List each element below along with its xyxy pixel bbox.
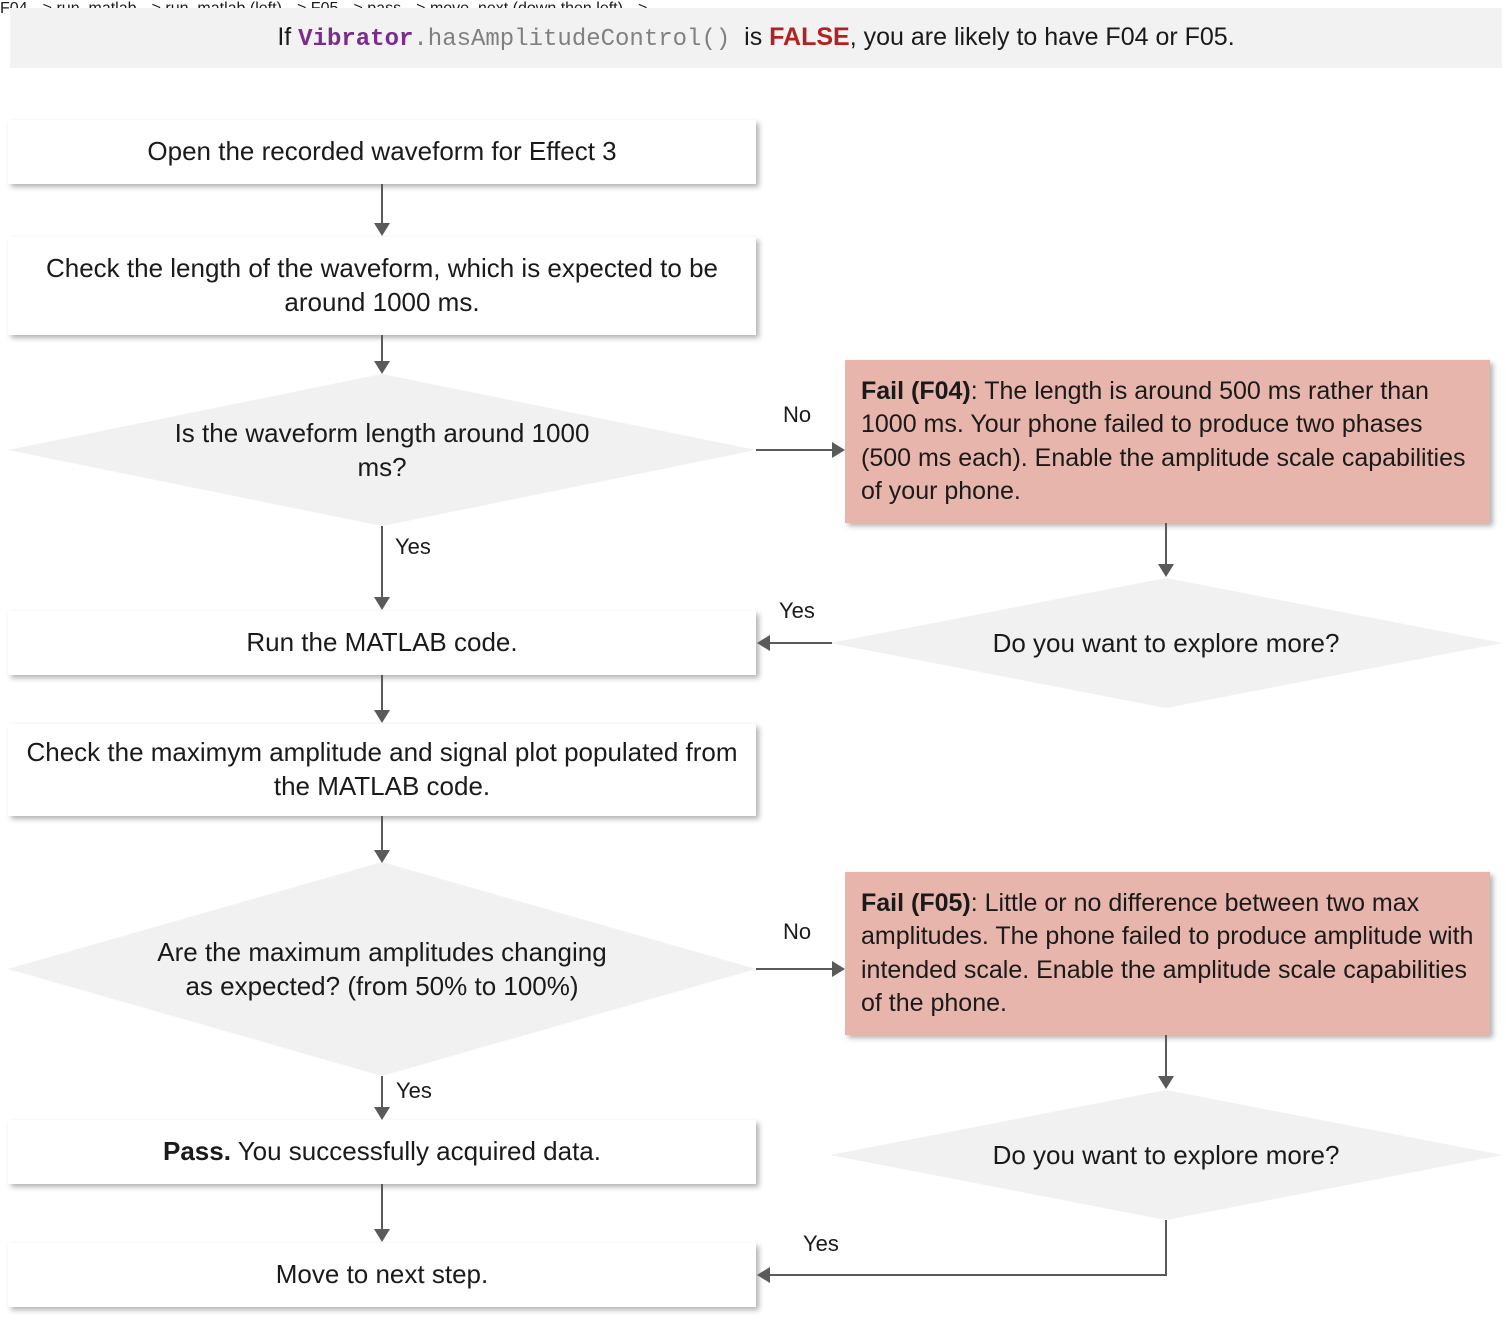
edge-label-yes-2: Yes [396,1078,432,1103]
arrowhead-question2-yes [374,1107,390,1120]
header-suffix: , you are likely to have F04 or F05. [849,22,1235,51]
node-pass[interactable]: Pass. You successfully acquired data. [8,1120,756,1184]
edge-label-no-1: No [783,402,812,427]
connector-open-to-check [381,184,383,224]
arrowhead-explore2-yes [757,1267,770,1283]
edge-label-yes-explore-2: Yes [803,1231,839,1256]
node-fail-f04-bold: Fail (F04) [861,377,971,405]
header-text: If Vibrator.hasAmplitudeControl() is FAL… [277,22,1235,53]
node-pass-label: Pass. You successfully acquired data. [163,1135,601,1169]
arrowhead-f04-to-explore1 [1158,564,1174,577]
node-fail-f05-bold: Fail (F05) [861,889,971,917]
node-question-amplitudes[interactable]: Are the maximum amplitudes changing as e… [8,862,756,1076]
edge-label-yes-1: Yes [395,534,431,559]
header-prefix: If [277,22,299,51]
connector-question1-no [756,449,834,451]
node-fail-f05-rest: : Little or no difference between two ma… [861,889,1474,1017]
connector-run-to-checkamp [381,675,383,711]
connector-f04-to-explore1 [1165,523,1167,565]
connector-question2-no [756,968,834,970]
node-check-length-label: Check the length of the waveform, which … [45,253,719,317]
node-question-waveform-length-label: Is the waveform length around 1000 ms? [174,417,590,482]
arrowhead-f05-to-explore2 [1158,1076,1174,1089]
arrowhead-check-to-question1 [374,361,390,374]
connector-question2-yes [381,1076,383,1108]
arrowhead-checkamp-to-question2 [374,850,390,863]
arrowhead-question1-yes [374,597,390,610]
node-fail-f04-label: Fail (F04): The length is around 500 ms … [861,375,1474,508]
connector-check-to-question1 [381,335,383,362]
connector-pass-to-movenext [381,1184,383,1230]
node-fail-f05-label: Fail (F05): Little or no difference betw… [861,887,1474,1020]
node-run-matlab[interactable]: Run the MATLAB code. [8,611,756,675]
connector-checkamp-to-question2 [381,816,383,851]
connector-explore2-yes-horizontal [770,1274,1167,1276]
code-class-token: Vibrator [298,25,414,53]
code-method-token: .hasAmplitudeControl() [413,25,731,53]
connector-explore2-yes-vertical [1165,1220,1167,1275]
node-fail-f04[interactable]: Fail (F04): The length is around 500 ms … [845,360,1490,523]
node-check-amplitude-label: Check the maximym amplitude and signal p… [26,737,738,801]
node-fail-f04-rest: : The length is around 500 ms rather tha… [861,377,1466,505]
node-pass-rest: You successfully acquired data. [230,1136,601,1167]
node-question-explore-1[interactable]: Do you want to explore more? [830,578,1502,708]
header-middle: is [730,22,770,51]
node-question-amplitudes-label: Are the maximum amplitudes changing as e… [157,936,607,1001]
node-open-waveform[interactable]: Open the recorded waveform for Effect 3 [8,120,756,184]
arrowhead-open-to-check [374,223,390,236]
arrowhead-explore1-yes [757,635,770,651]
node-question-explore-2-label: Do you want to explore more? [992,1139,1340,1170]
connector-question1-yes [381,526,383,598]
false-keyword: FALSE [769,22,850,51]
node-fail-f05[interactable]: Fail (F05): Little or no difference betw… [845,872,1490,1035]
arrowhead-question2-no [832,961,845,977]
node-pass-bold: Pass. [163,1136,231,1167]
edge-label-no-2: No [783,919,812,944]
node-check-amplitude[interactable]: Check the maximym amplitude and signal p… [8,724,756,816]
node-check-length[interactable]: Check the length of the waveform, which … [8,237,756,335]
connector-explore1-yes [770,642,832,644]
node-question-waveform-length[interactable]: Is the waveform length around 1000 ms? [8,374,756,526]
node-run-matlab-label: Run the MATLAB code. [246,627,518,658]
node-move-next-label: Move to next step. [275,1259,489,1290]
connector-f05-to-explore2 [1165,1035,1167,1077]
node-question-explore-2[interactable]: Do you want to explore more? [830,1090,1502,1220]
node-open-waveform-label: Open the recorded waveform for Effect 3 [147,136,617,167]
node-move-next[interactable]: Move to next step. [8,1243,756,1307]
edge-label-yes-explore-1: Yes [779,598,815,623]
arrowhead-pass-to-movenext [374,1229,390,1242]
arrowhead-run-to-checkamp [374,710,390,723]
header-banner: If Vibrator.hasAmplitudeControl() is FAL… [10,8,1502,68]
node-question-explore-1-label: Do you want to explore more? [992,627,1340,658]
arrowhead-question1-no [832,442,845,458]
